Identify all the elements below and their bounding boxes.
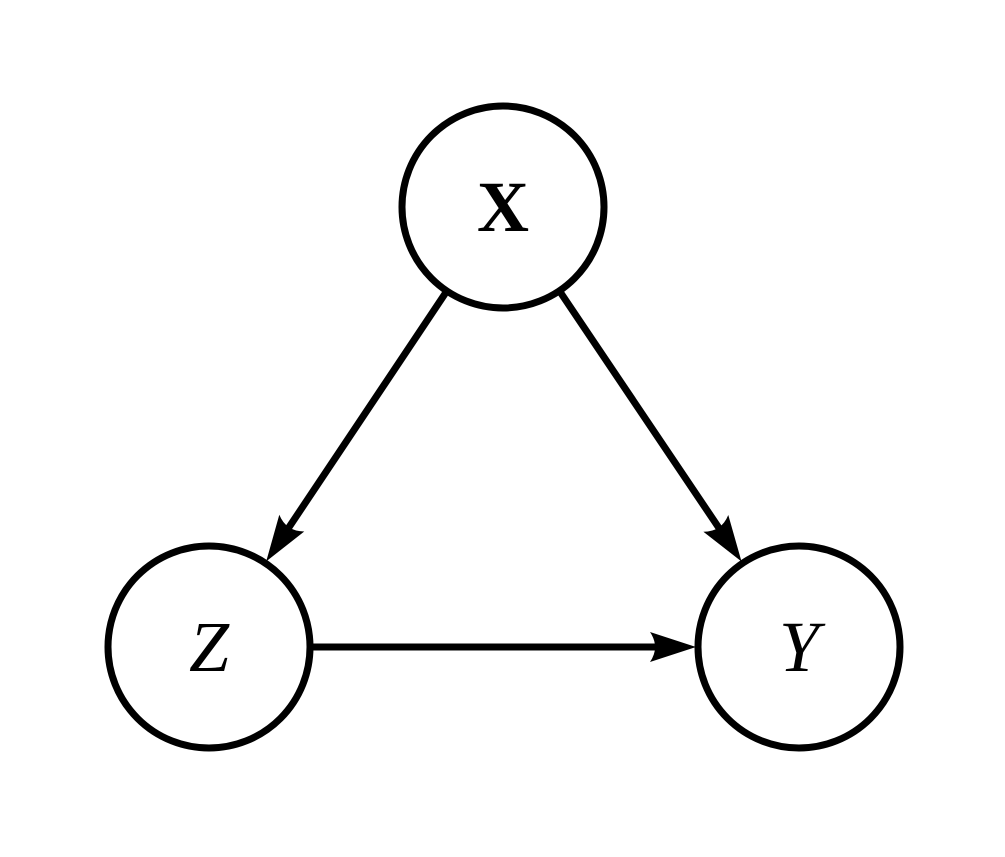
node-X <box>398 102 608 312</box>
node-label-X: X <box>477 167 529 247</box>
node-label-Y: Y <box>779 607 826 687</box>
node-label-Z: Z <box>189 607 230 687</box>
node-Y <box>694 542 904 752</box>
edge-X-Z <box>281 290 449 537</box>
node-Z <box>104 542 314 752</box>
edge-X-Y <box>557 290 727 537</box>
arrowhead-X-Y <box>703 514 742 562</box>
arrowhead-Z-Y <box>650 632 696 662</box>
arrowhead-X-Z <box>266 514 305 562</box>
